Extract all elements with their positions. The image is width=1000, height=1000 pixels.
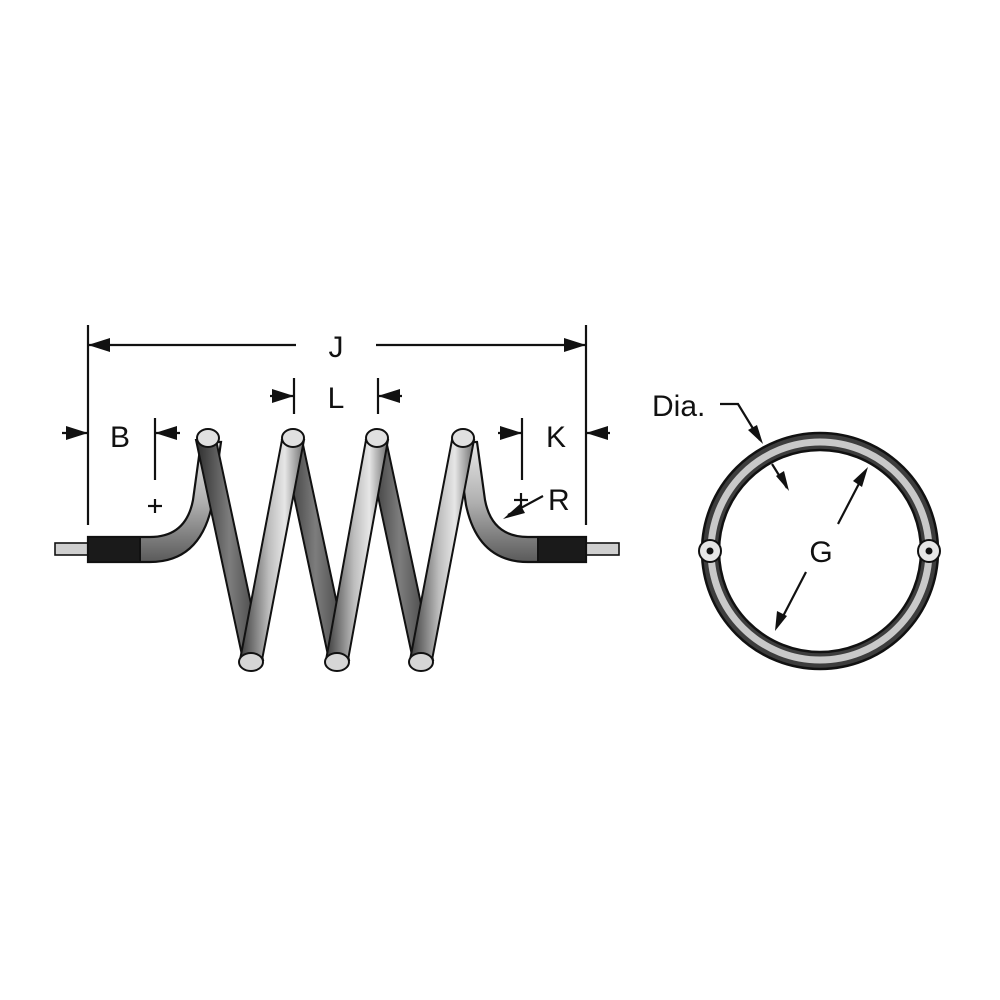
right-terminal-dot bbox=[917, 539, 941, 563]
label-j: J bbox=[329, 331, 344, 364]
dimension-r: R bbox=[503, 484, 570, 519]
coil-end-view bbox=[698, 431, 941, 671]
dimension-j: J bbox=[86, 325, 588, 525]
coil-side-view bbox=[54, 428, 620, 672]
right-terminal-pin bbox=[583, 542, 620, 556]
dimension-l: L bbox=[270, 378, 402, 415]
coil-back-strokes bbox=[194, 439, 435, 661]
coil-front-strokes bbox=[238, 439, 476, 661]
dimension-b: B bbox=[62, 418, 180, 513]
dimension-k: K bbox=[498, 418, 610, 480]
right-leg bbox=[455, 440, 588, 564]
coil-bottom-bends bbox=[238, 652, 434, 672]
dimension-g: G bbox=[775, 467, 868, 631]
label-dia: Dia. bbox=[652, 390, 705, 423]
label-r: R bbox=[548, 484, 570, 517]
label-g: G bbox=[809, 536, 832, 569]
label-l: L bbox=[328, 382, 345, 415]
label-k: K bbox=[546, 421, 566, 454]
left-terminal-pin bbox=[54, 542, 91, 556]
label-b: B bbox=[110, 421, 130, 454]
dimension-wire-dia: Dia. bbox=[652, 390, 789, 491]
left-terminal-dot bbox=[698, 539, 722, 563]
coil-top-bends bbox=[196, 428, 475, 448]
